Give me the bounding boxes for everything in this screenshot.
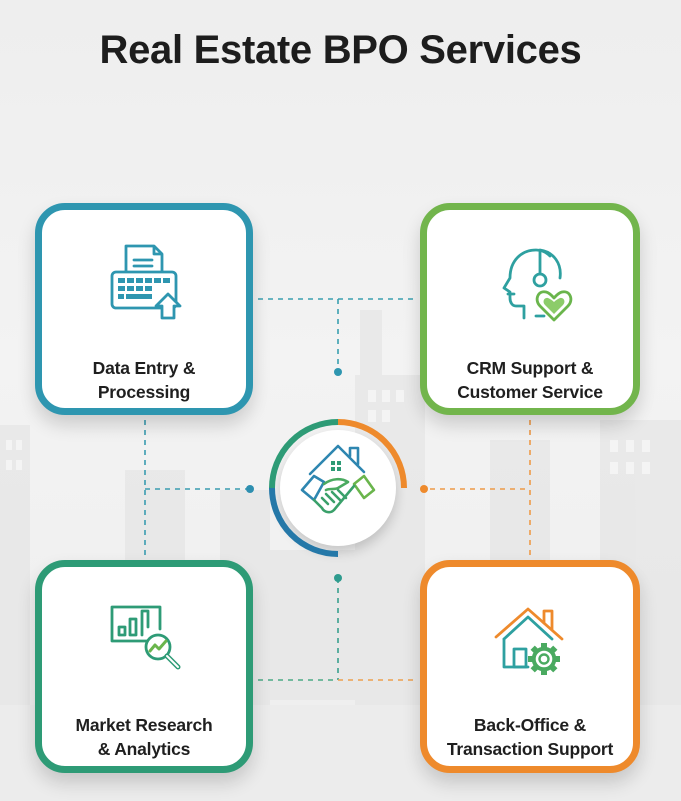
service-card-back-office[interactable]: Back-Office & Transaction Support [420,560,640,773]
service-label-line2: & Analytics [97,739,191,759]
service-label-line1: Market Research [75,715,213,735]
service-label-line1: Back-Office & [473,715,587,735]
service-card-data-entry[interactable]: Data Entry & Processing [35,203,253,415]
hub-ring [269,419,407,557]
gear-icon [528,643,560,675]
service-card-market-research[interactable]: Market Research & Analytics [35,560,253,773]
service-label-line2: Processing [97,382,191,402]
service-label: Market Research & Analytics [75,713,212,761]
service-label: CRM Support & Customer Service [457,356,603,404]
center-hub [268,418,408,558]
service-label-line1: CRM Support & [466,358,594,378]
headset-heart-icon [502,248,573,322]
document-keyboard-upload-icon [110,244,182,320]
house-gear-icon [494,607,564,675]
service-label-line2: Transaction Support [446,739,614,759]
service-label-line1: Data Entry & [92,358,196,378]
service-label-line2: Customer Service [457,382,603,402]
house-handshake-icon [300,444,376,514]
service-card-crm-support[interactable]: CRM Support & Customer Service [420,203,640,415]
service-label: Data Entry & Processing [93,356,196,404]
service-label: Back-Office & Transaction Support [446,713,614,761]
chart-magnifier-icon [110,605,181,670]
page-title: Real Estate BPO Services [99,28,582,72]
